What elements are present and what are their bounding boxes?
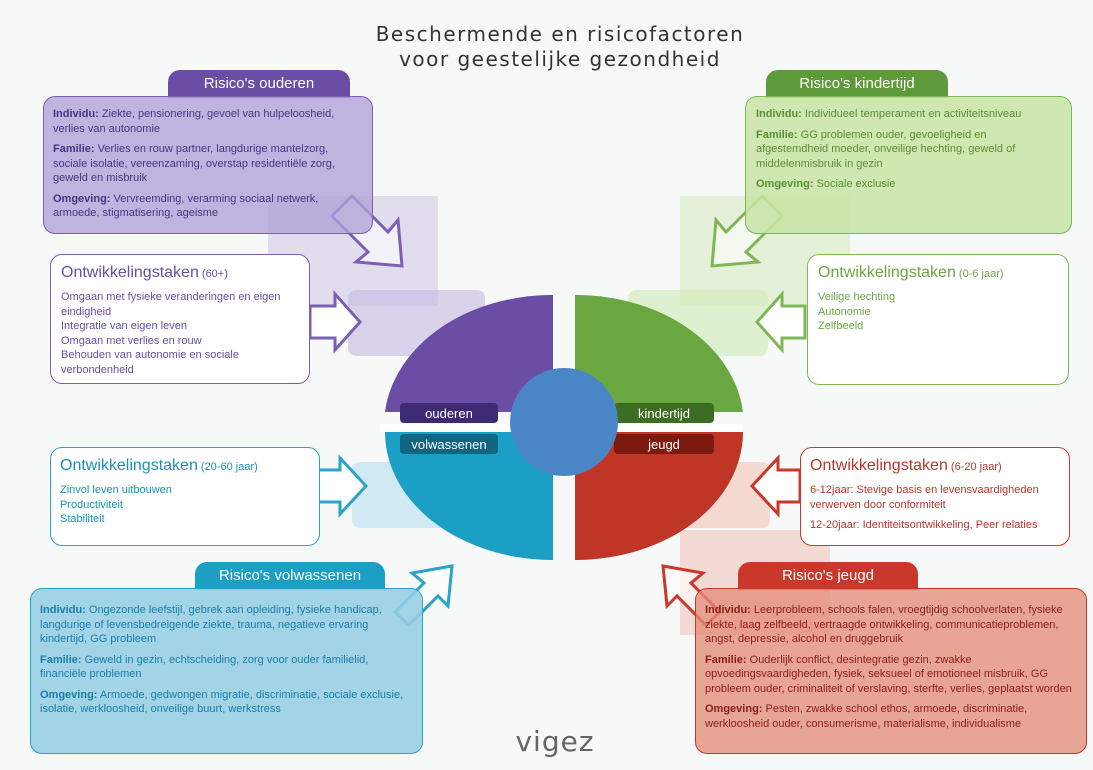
box-ontw-kindertijd: Ontwikkelingstaken (0-6 jaar) Veilige he… [807,254,1069,385]
label-volwassenen: volwassenen [411,437,486,452]
risico-ouderen-familie: Familie: Verlies en rouw partner, langdu… [53,143,335,184]
tab-risico-jeugd: Risico's jeugd [738,562,918,590]
risico-jeugd-omgeving: Omgeving: Pesten, zwakke school ethos, a… [705,703,1028,730]
risico-jeugd-individu: Individu: Leerprobleem, schools falen, v… [705,604,1063,645]
ontw-ouderen-head: Ontwikkelingstaken (60+) [61,264,228,281]
tab-risico-kindertijd: Risico's kindertijd [766,70,948,98]
tab-risico-ouderen: Risico's ouderen [168,70,350,98]
box-risico-volwassenen: Individu: Ongezonde leefstijl, gebrek aa… [30,588,423,754]
arrow-ontw-jeugd [749,454,802,518]
risico-kindertijd-omgeving: Omgeving: Sociale exclusie [756,178,896,190]
ontw-kindertijd-head: Ontwikkelingstaken (0-6 jaar) [818,264,1004,281]
arrow-ontw-kindertijd [754,290,807,354]
list-item: Omgaan met fysieke veranderingen en eige… [61,291,281,318]
list-item: Integratie van eigen leven [61,320,187,332]
pill-ouderen [400,403,498,423]
list-item: Autonomie [818,305,871,318]
box-risico-jeugd: Individu: Leerprobleem, schools falen, v… [695,588,1087,754]
risico-jeugd-familie: Familie: Ouderlijk conflict, desintegrat… [705,653,1072,695]
vigez-logo: vigez [515,725,595,758]
risico-kindertijd-familie: Familie: GG problemen ouder, gevoelighei… [756,128,1016,170]
page-title: Beschermende en risicofactoren voor gees… [300,22,820,72]
label-jeugd: jeugd [647,437,680,452]
pill-jeugd [614,434,714,454]
arrow-ontw-volwassenen [316,454,369,518]
title-line-1: Beschermende en risicofactoren [375,22,745,46]
quadrant-volwassenen [385,432,553,560]
list-item: Zinvol leven uitbouwen [60,484,172,496]
quadrant-ouderen [385,294,553,412]
center-circle [510,368,618,476]
box-ontw-jeugd: Ontwikkelingstaken (6-20 jaar) 6-12jaar:… [800,447,1070,546]
list-item: Productiviteit [60,498,123,511]
box-ontw-ouderen: Ontwikkelingstaken (60+) Omgaan met fysi… [50,254,310,384]
pill-kindertijd [614,403,714,423]
list-item: Behouden van autonomie en sociale verbon… [61,349,239,376]
quadrant-kindertijd [575,294,743,412]
risico-volwassenen-individu: Individu: Ongezonde leefstijl, gebrek aa… [40,604,382,645]
ontw-jeugd-item-2: 12-20jaar: Identiteitsontwikkeling, Peer… [810,519,1038,531]
risico-volwassenen-omgeving: Omgeving: Armoede, gedwongen migratie, d… [40,688,404,716]
risico-ouderen-individu: Individu: Ziekte, pensionering, gevoel v… [53,108,335,135]
risico-kindertijd-individu: Individu: Individueel temperament en act… [756,108,1022,120]
box-risico-kindertijd: Individu: Individueel temperament en act… [745,96,1072,234]
ontw-volwassenen-head: Ontwikkelingstaken (20-60 jaar) [60,457,258,474]
list-item: Zelfbeeld [818,320,864,332]
quadrant-jeugd [575,432,743,560]
risico-ouderen-omgeving: Omgeving: Vervreemding, verarming sociaa… [53,192,319,220]
list-item: Veilige hechting [818,291,896,303]
ontw-jeugd-head: Ontwikkelingstaken (6-20 jaar) [810,457,1002,474]
label-kindertijd: kindertijd [638,406,690,421]
pill-volwassenen [400,434,498,454]
list-item: Omgaan met verlies en rouw [61,334,202,347]
ontw-jeugd-item-1: 6-12jaar: Stevige basis en levensvaardig… [810,484,1039,511]
box-ontw-volwassenen: Ontwikkelingstaken (20-60 jaar) Zinvol l… [50,447,320,546]
box-risico-ouderen: Individu: Ziekte, pensionering, gevoel v… [43,96,373,234]
list-item: Stabiliteit [60,513,105,525]
risico-volwassenen-familie: Familie: Geweld in gezin, echtscheiding,… [40,653,369,681]
arrow-ontw-ouderen [308,290,363,354]
tab-risico-volwassenen: Risico's volwassenen [195,562,385,590]
title-line-2: voor geestelijke gezondheid [399,47,721,71]
label-ouderen: ouderen [425,406,473,421]
